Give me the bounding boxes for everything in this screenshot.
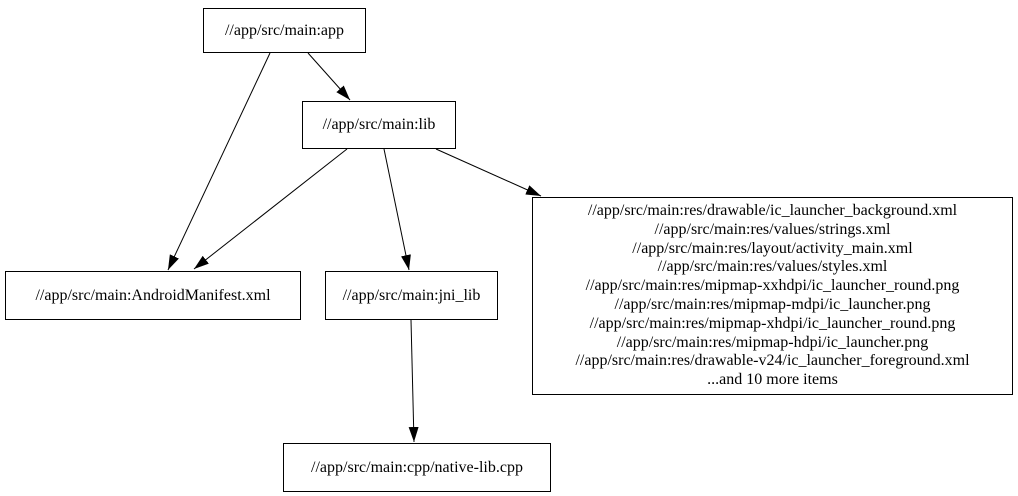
edge-lib-to-res-group [435, 148, 542, 197]
node-label: //app/src/main:lib [322, 116, 436, 133]
node-label: //app/src/main:cpp/native-lib.cpp [311, 458, 523, 476]
edge-lib-to-jni-lib [383, 148, 411, 271]
res-file-line: //app/src/main:res/values/styles.xml [657, 258, 888, 276]
node-label: //app/src/main:app [224, 21, 345, 39]
edge-app-to-lib [307, 52, 351, 101]
res-file-line: //app/src/main:res/values/strings.xml [654, 220, 891, 238]
res-file-line: //app/src/main:res/drawable-v24/ic_launc… [575, 352, 970, 370]
res-file-line: //app/src/main:res/mipmap-hdpi/ic_launch… [616, 333, 929, 351]
edge-lib-to-manifest [193, 148, 348, 270]
edge-jni-lib-to-cpp [408, 319, 419, 443]
edge-app-to-manifest [167, 52, 271, 271]
res-file-line: //app/src/main:res/drawable/ic_launcher_… [587, 202, 958, 220]
res-file-line: //app/src/main:res/layout/activity_main.… [632, 239, 913, 257]
res-file-line: //app/src/main:res/mipmap-xxhdpi/ic_laun… [585, 277, 960, 295]
node-native-lib-cpp: //app/src/main:cpp/native-lib.cpp [283, 443, 551, 492]
res-more-items-line: ...and 10 more items [707, 371, 838, 389]
node-label: //app/src/main:AndroidManifest.xml [35, 286, 271, 304]
node-app-target: //app/src/main:app [203, 8, 366, 53]
res-file-line: //app/src/main:res/mipmap-xhdpi/ic_launc… [589, 314, 956, 332]
node-android-manifest: //app/src/main:AndroidManifest.xml [5, 271, 301, 320]
node-label: //app/src/main:jni_lib [342, 286, 481, 304]
node-res-group: //app/src/main:res/drawable/ic_launcher_… [532, 197, 1013, 395]
node-lib-target: //app/src/main:lib [302, 101, 456, 149]
res-file-line: //app/src/main:res/mipmap-mdpi/ic_launch… [614, 296, 931, 313]
node-jni-lib: //app/src/main:jni_lib [325, 271, 498, 320]
